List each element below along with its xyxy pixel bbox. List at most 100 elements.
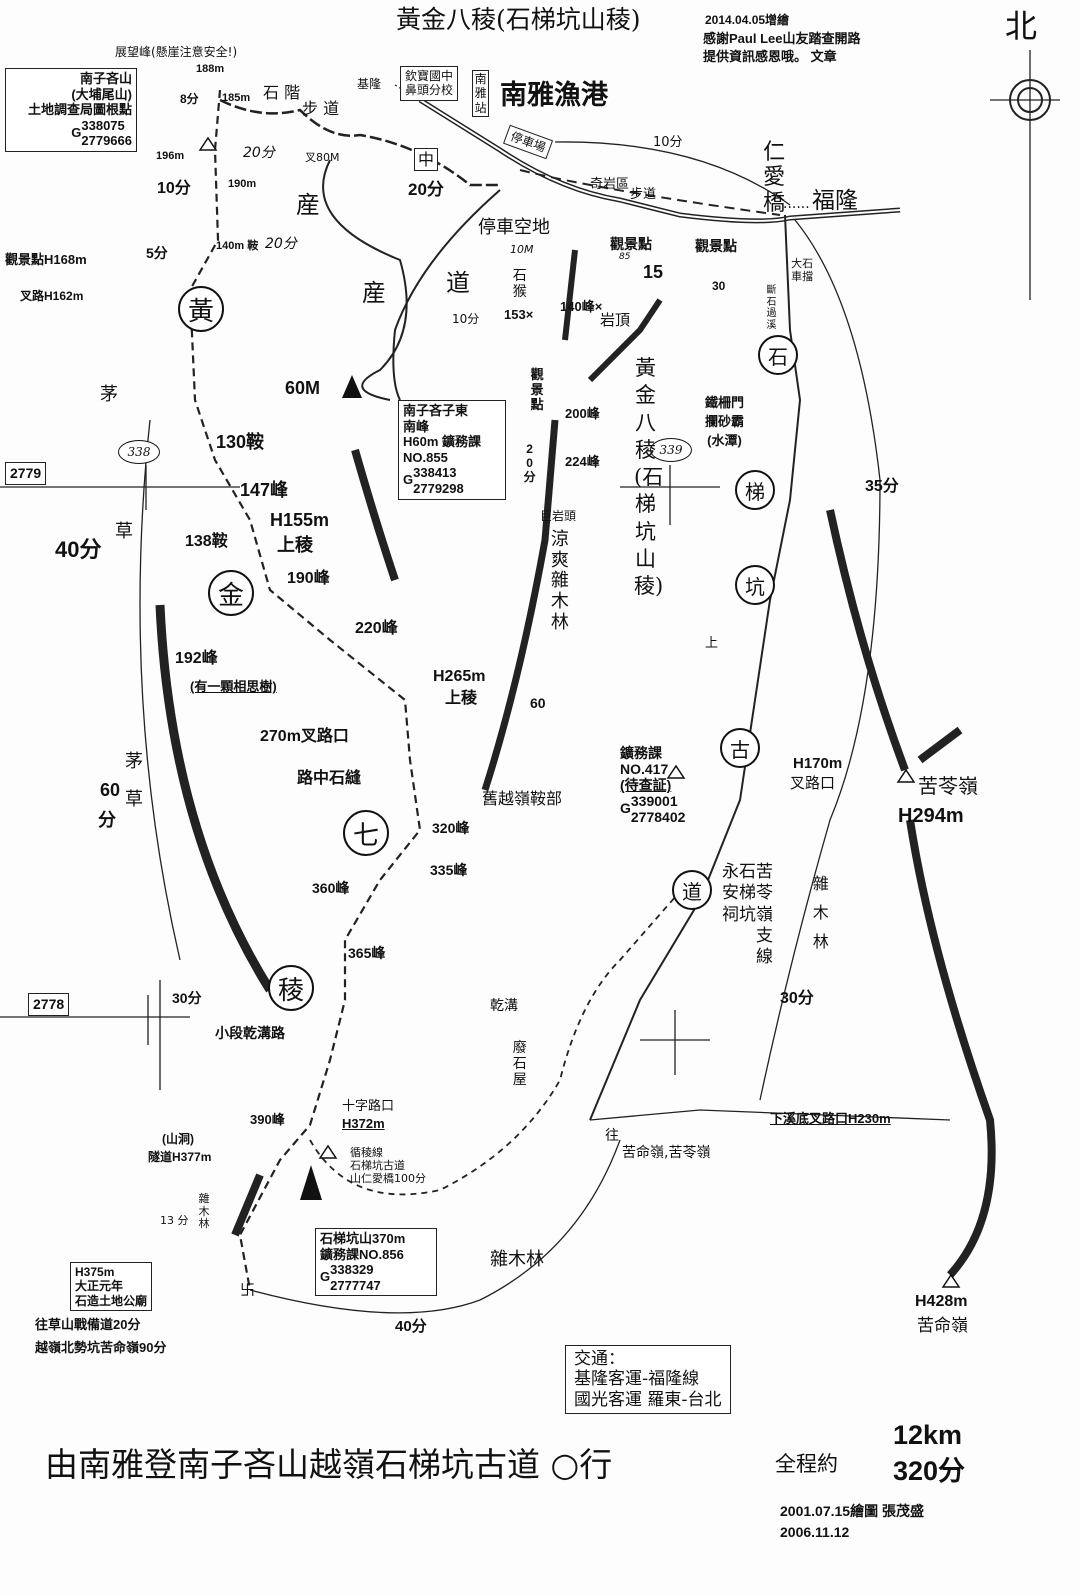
label-up-ridge: 上稜 (445, 690, 478, 707)
label-fork: 270m叉路口 (260, 728, 349, 745)
label-fulong: 福隆 (812, 188, 858, 214)
label-saddle: 140m 鞍 (216, 240, 259, 252)
box-line: (水潭) (707, 433, 742, 448)
label-cool-forest: 涼爽雜木林 (550, 529, 569, 633)
box-line: (大埔尾山) (71, 86, 132, 102)
label-stone-steps: 石 階 (263, 83, 301, 102)
total-distance: 12km (893, 1420, 963, 1450)
box-line: 安梯苓 (722, 883, 773, 904)
label-elevation: H294m (898, 805, 964, 827)
label-viewpoint: 觀景點H168m (5, 252, 87, 267)
label-ruin: 廢石屋 (512, 1040, 527, 1089)
label-time: 10分 (653, 135, 683, 150)
label-time: 40分 (55, 537, 102, 562)
box-line: 欽寶國中 (405, 69, 454, 83)
label-time: 60 (100, 780, 121, 800)
total-label: 全程約 (775, 1452, 838, 1476)
label-rock-top: 岩頂 (600, 311, 631, 329)
label-peak: 140峰× (560, 299, 603, 314)
ridge-circle-leng: 稜 (268, 965, 314, 1011)
label-grass: 茅 (100, 384, 118, 405)
label-elevation: H372m (342, 1116, 385, 1131)
label-lower-fork: 下溪底叉路口H230m (770, 1111, 891, 1126)
transport-line: 基隆客運-福隆線 (574, 1369, 700, 1390)
northing: 2778402 (630, 809, 686, 826)
box-line: H375m (75, 1265, 115, 1279)
label-time: 20分 (265, 236, 297, 252)
grid-prefix: G (71, 124, 82, 140)
temple-icon: 卐 (240, 1281, 256, 1299)
label-time: 5分 (146, 245, 168, 261)
grid-prefix: G (620, 800, 631, 817)
box-line: 石梯坑山370m (320, 1231, 406, 1246)
label-roadblock: 大石車擋 (791, 257, 814, 283)
school-box: 欽寶國中 鼻頭分校 (400, 66, 459, 101)
label-peak: 147峰 (240, 480, 289, 500)
label-along-ridge: 循稜線 石梯坑古道 山仁愛橋100分 (350, 1146, 426, 1186)
label-fork: 叉路H162m (20, 289, 84, 303)
label-to-beishikeng: 越嶺北勢坑苦命嶺90分 (35, 1340, 167, 1355)
box-line: 石造土地公廟 (75, 1293, 148, 1308)
label-time: 30分 (172, 990, 202, 1006)
box-line: 鑛務課 (620, 745, 662, 761)
label-mixed-forest: 雜木林 (812, 874, 829, 951)
label-stone-monkey: 石猴 (512, 268, 527, 301)
label-to-caoshan: 往草山戰備道20分 (35, 1317, 141, 1332)
label-elevation: 196m (156, 150, 185, 162)
label-cross-stream: 斷石過溪 (766, 285, 777, 331)
label-gate: 鐵柵門 攔砂霸 (水潭) (705, 392, 744, 449)
easting: 338075 (81, 117, 125, 133)
label-peak: 192峰 (175, 650, 218, 667)
label-peak: 365峰 (348, 945, 386, 961)
label-industry-road: 産 (296, 191, 320, 219)
label-kulingling: 苦苓嶺 (918, 774, 978, 798)
label-time: 30 (712, 279, 726, 293)
peak-marker-shitikeng (300, 1165, 322, 1200)
grid-label-2779: 2779 (5, 462, 47, 485)
ridge-circle-qi: 七 (343, 810, 389, 856)
label-up: 上 (705, 636, 719, 651)
label-crossroad: 十字路口 (342, 1099, 395, 1114)
label-parking-lot: 停車空地 (478, 217, 550, 238)
label-time: 10分 (452, 312, 480, 326)
label-grass: 茅 (125, 751, 143, 772)
label-viewpoint: 觀景點 (610, 236, 652, 252)
label-elevation: H155m (270, 510, 330, 530)
label-time: 20分 (408, 180, 444, 199)
label-rock-crack: 路中石縫 (297, 770, 362, 787)
label-time: 20分 (243, 145, 275, 161)
peak-marker-60m (342, 375, 362, 398)
grid-label-339: 339 (650, 438, 692, 462)
box-line: 南子吝子東 (403, 403, 469, 418)
label-viewpoint: 觀景點 (530, 367, 544, 412)
label-elevation: 190m (228, 178, 257, 190)
label-acacia: (有一顆相思樹) (190, 679, 277, 694)
label-trail: 步道 (630, 187, 657, 202)
label-ridge-name: 黃金八稜(石梯坑山稜) (634, 356, 664, 599)
school-flag-icon: 中 (414, 148, 439, 172)
label-time: 30分 (780, 990, 814, 1007)
label-elevation: H428m (915, 1293, 968, 1310)
label-qiyan: 奇岩區 (590, 177, 630, 192)
label-elevation: 85 (619, 252, 631, 262)
label-time: 13 分 (160, 1214, 189, 1227)
label-giant-rock: 巨岩頭 (540, 509, 577, 523)
label-time: 60 (530, 695, 546, 711)
label-cave: (山洞) (162, 1132, 194, 1146)
label-grass: 草 (125, 789, 143, 810)
grid-prefix: G (320, 1269, 331, 1285)
label-peak: 224峰 (565, 454, 600, 469)
label-to-kuming: 苦命嶺,苦苓嶺 (622, 1145, 711, 1161)
box-line: 土地調查局圖根點 (27, 102, 132, 118)
label-peak: 190峰 (287, 570, 330, 587)
credit-line-1: 2001.07.15繪圖 張茂盛 (780, 1503, 924, 1519)
temple-box: H375m 大正元年 石造土地公廟 (70, 1262, 153, 1312)
label-old-saddle: 舊越嶺鞍部 (482, 789, 563, 808)
box-line: 永石苦 (722, 862, 773, 882)
box-line: NO.417 (620, 761, 669, 778)
label-kuming: 苦命嶺 (917, 1316, 968, 1336)
